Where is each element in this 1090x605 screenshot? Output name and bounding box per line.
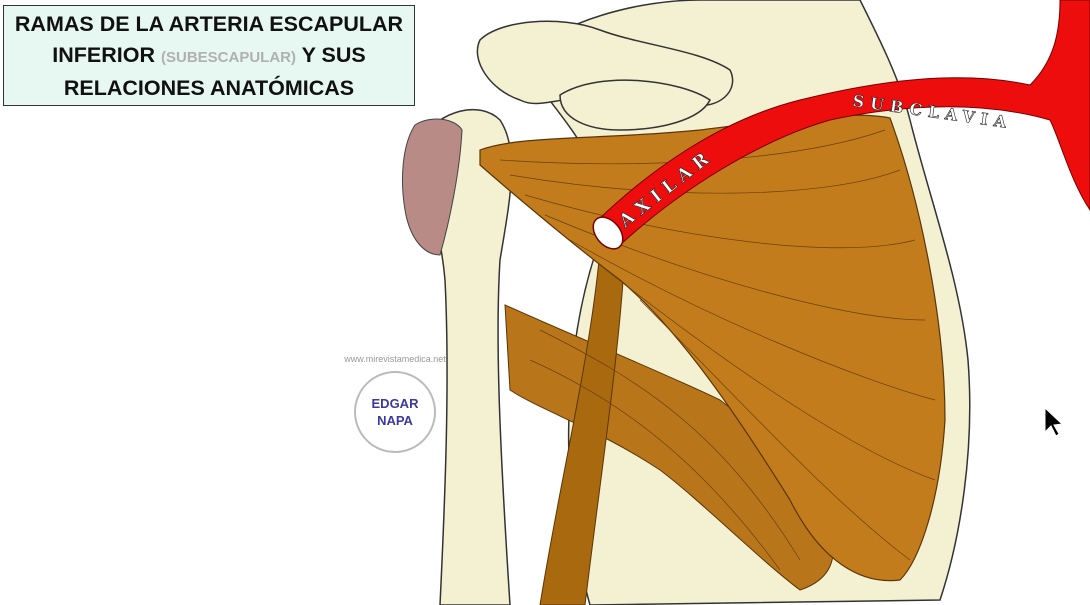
axillary-subclavian-artery bbox=[597, 0, 1090, 246]
mouse-cursor-icon bbox=[1044, 406, 1064, 437]
watermark-url: www.mirevistamedica.net bbox=[343, 354, 446, 364]
humeral-head-cartilage bbox=[401, 118, 463, 256]
title-line-2: INFERIOR (SUBESCAPULAR) Y SUS bbox=[4, 40, 414, 73]
title-y-sus: Y SUS bbox=[301, 43, 366, 67]
watermark-name1: EDGAR bbox=[372, 396, 420, 411]
title-subescapular: (SUBESCAPULAR) bbox=[160, 49, 296, 66]
title-line-1: RAMAS DE LA ARTERIA ESCAPULAR bbox=[14, 12, 404, 36]
coracoid bbox=[559, 79, 711, 131]
title-box: RAMAS DE LA ARTERIA ESCAPULAR INFERIOR (… bbox=[3, 5, 415, 106]
watermark-name2: NAPA bbox=[377, 413, 413, 428]
long-head-triceps-muscle bbox=[539, 249, 626, 605]
artery-cut-end bbox=[592, 216, 624, 250]
title-line-3: RELACIONES ANATÓMICAS bbox=[63, 76, 355, 100]
watermark-seal: EDGAR NAPA www.mirevistamedica.net bbox=[343, 354, 446, 453]
title-inferior: INFERIOR bbox=[52, 43, 155, 67]
